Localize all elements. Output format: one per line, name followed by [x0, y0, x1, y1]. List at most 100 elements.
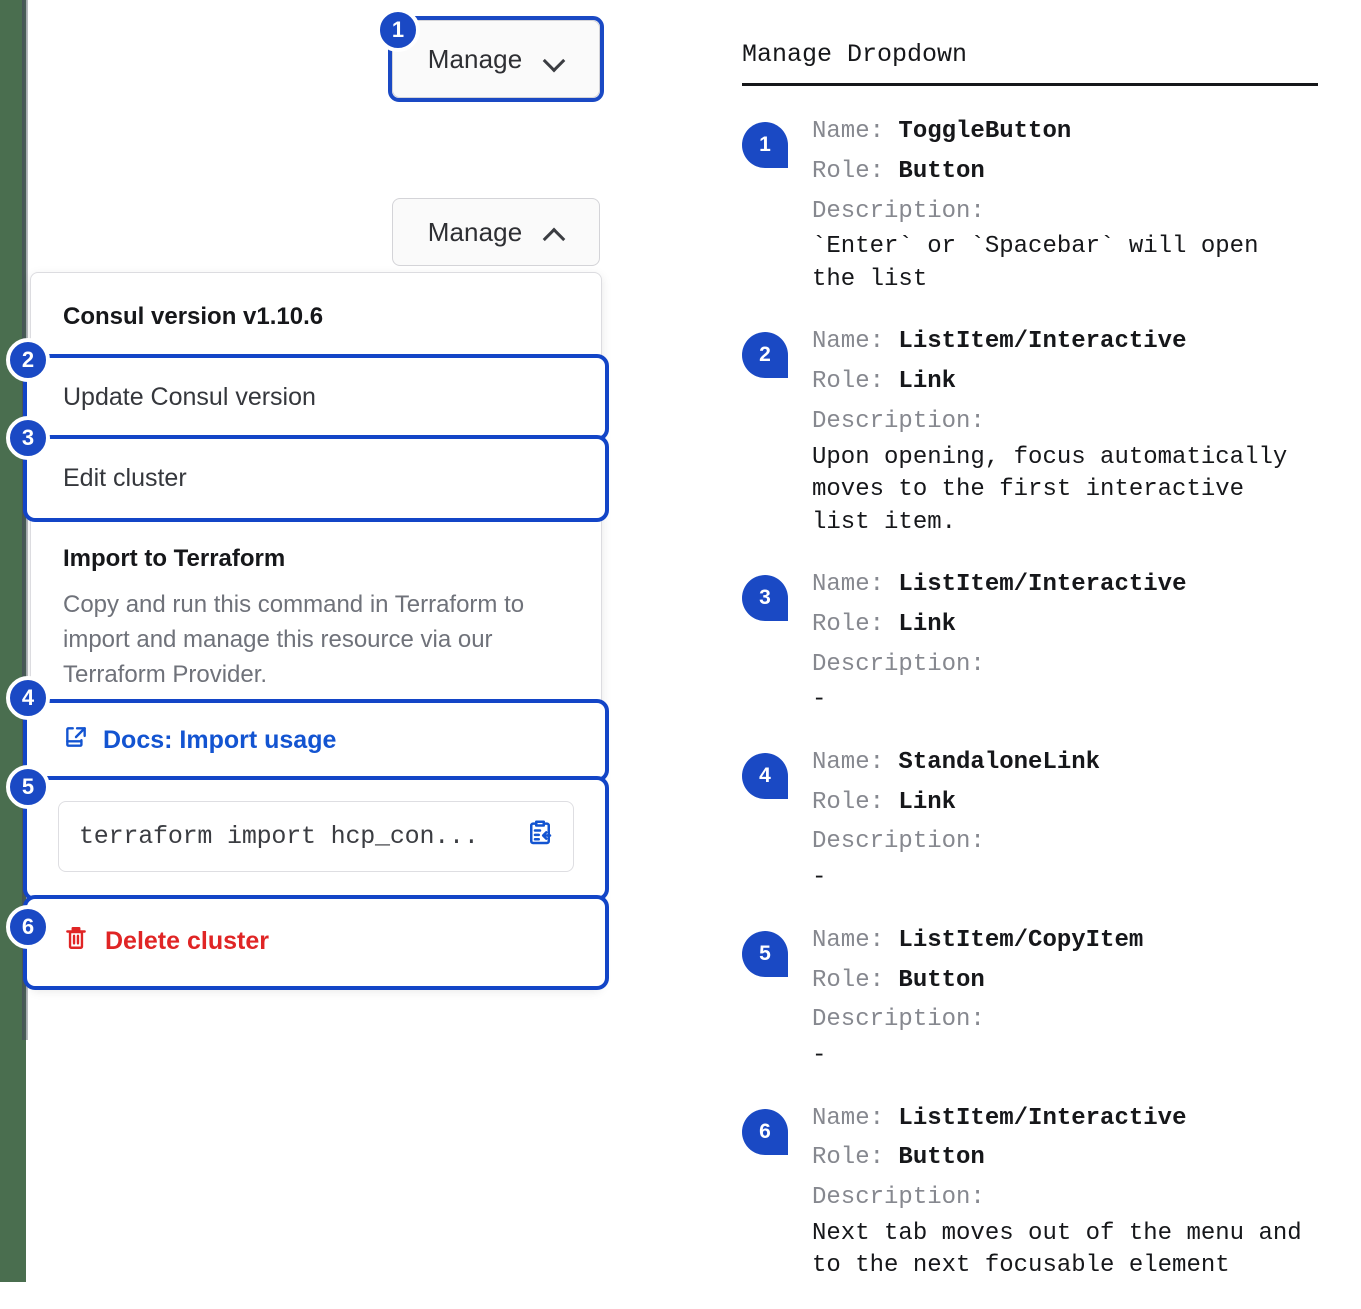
- annotation-description: Description:: [812, 1178, 1318, 1218]
- copy-clipboard-icon[interactable]: [525, 818, 555, 855]
- component-stage: Manage 1 Manage Consul version v1.10.6 U…: [0, 0, 700, 1282]
- annotation-name-label: Name:: [812, 328, 899, 356]
- annotation-name: Name: ListItem/Interactive: [812, 565, 1318, 605]
- annotation-role-label: Role:: [812, 368, 899, 396]
- delete-cluster-label: Delete cluster: [105, 927, 269, 956]
- annotation-description: Description:: [812, 645, 1318, 685]
- annotation-role: Role: Link: [812, 605, 1318, 645]
- menu-item-copy-command[interactable]: terraform import hcp_con...: [23, 776, 609, 902]
- annotation-badge-6: 6: [742, 1108, 788, 1155]
- callout-badge-3: 3: [6, 416, 50, 460]
- annotation-role-label: Role:: [812, 966, 899, 994]
- annotation-badge-1: 1: [742, 122, 788, 168]
- annotation-description-label: Description:: [812, 1006, 1000, 1034]
- terraform-command-field[interactable]: terraform import hcp_con...: [58, 801, 574, 873]
- import-to-terraform-section: Import to Terraform Copy and run this co…: [31, 519, 601, 702]
- annotation-description-text: -: [812, 1042, 827, 1070]
- annotation-description: Description:: [812, 192, 1318, 232]
- menu-item-delete-cluster[interactable]: Delete cluster: [23, 895, 609, 991]
- manage-toggle-label-expanded: Manage: [427, 216, 523, 247]
- annotation-name: Name: ListItem/Interactive: [812, 1099, 1318, 1139]
- annotation-description-label: Description:: [812, 197, 1000, 225]
- copy-command-wrapper: terraform import hcp_con...: [26, 779, 606, 898]
- annotation-role: Role: Button: [812, 1138, 1318, 1178]
- manage-toggle-button-collapsed[interactable]: Manage: [392, 20, 600, 98]
- annotation-badge-2: 2: [742, 332, 788, 379]
- callout-badge-1: 1: [376, 8, 420, 52]
- menu-item-docs-import-usage[interactable]: Docs: Import usage: [23, 699, 609, 783]
- annotation-name-value: ToggleButton: [898, 118, 1072, 145]
- consul-version-header: Consul version v1.10.6: [63, 303, 324, 330]
- annotation-role: Role: Link: [812, 362, 1318, 402]
- annotation-role-value: Button: [898, 966, 985, 994]
- docs-import-usage-link[interactable]: Docs: Import usage: [63, 724, 569, 757]
- annotation-name-value: ListItem/Interactive: [898, 570, 1187, 598]
- annotation-description-text: `Enter` or `Spacebar` will open the list: [812, 233, 1259, 293]
- annotation-role: Role: Button: [812, 152, 1318, 192]
- left-rail: [0, 0, 28, 1282]
- annotation-role-value: Link: [898, 368, 957, 396]
- callout-badge-2: 2: [6, 338, 50, 382]
- manage-toggle-button-expanded[interactable]: Manage: [392, 198, 600, 266]
- callout-badge-5: 5: [6, 765, 50, 809]
- docs-import-usage-label: Docs: Import usage: [103, 726, 337, 755]
- annotation-name-value: StandaloneLink: [898, 748, 1101, 776]
- annotation-name-value: ListItem/Interactive: [898, 1104, 1187, 1132]
- annotation-role-label: Role:: [812, 788, 899, 816]
- annotation-description-text: Next tab moves out of the menu and to th…: [812, 1220, 1302, 1280]
- annotation-role-label: Role:: [812, 157, 899, 185]
- menu-item-update-consul-version[interactable]: Update Consul version: [23, 354, 609, 441]
- menu-item-edit-cluster[interactable]: Edit cluster: [23, 435, 609, 522]
- annotation-description-label: Description:: [812, 1184, 1000, 1212]
- chevron-up-icon: [544, 222, 564, 242]
- annotation-description: Description:: [812, 822, 1318, 862]
- annotation-name-label: Name:: [812, 1104, 899, 1132]
- trash-icon: [63, 924, 89, 959]
- annotation-role-value: Button: [898, 1144, 985, 1172]
- import-section-title: Import to Terraform: [63, 545, 286, 572]
- chevron-down-icon: [544, 49, 564, 69]
- annotations-title: Manage Dropdown: [742, 40, 968, 69]
- annotation-name-label: Name:: [812, 570, 899, 598]
- annotation-name: Name: ListItem/CopyItem: [812, 921, 1318, 961]
- annotation-name-label: Name:: [812, 926, 899, 954]
- annotation-role-label: Role:: [812, 1144, 899, 1172]
- annotation-description-text: -: [812, 864, 827, 892]
- callout-badge-6: 6: [6, 905, 50, 949]
- manage-dropdown-menu: Consul version v1.10.6 Update Consul ver…: [23, 272, 609, 991]
- rail-scrollbar[interactable]: [22, 0, 28, 1040]
- manage-toggle-label: Manage: [427, 43, 523, 74]
- annotation-badge-3: 3: [742, 574, 788, 621]
- annotation-name-label: Name:: [812, 118, 899, 145]
- annotation-description: Description:: [812, 1000, 1318, 1040]
- annotation-role-value: Button: [898, 157, 985, 185]
- annotation-description-label: Description:: [812, 650, 1000, 678]
- annotation-description-label: Description:: [812, 407, 1000, 435]
- annotation-badge-4: 4: [742, 752, 788, 799]
- annotation-name: Name: StandaloneLink: [812, 743, 1318, 783]
- annotation-name: Name: ToggleButton: [812, 112, 1318, 152]
- docs-external-link-icon: [63, 724, 89, 757]
- annotation-name-label: Name:: [812, 748, 899, 776]
- import-section-description: Copy and run this command in Terraform t…: [63, 591, 525, 689]
- annotation-role-value: Link: [898, 788, 957, 816]
- annotation-badge-5: 5: [742, 930, 788, 977]
- annotation-description-text: -: [812, 686, 827, 714]
- annotation-role: Role: Link: [812, 783, 1318, 823]
- annotation-role-label: Role:: [812, 610, 899, 638]
- terraform-command-text: terraform import hcp_con...: [79, 822, 479, 852]
- delete-cluster-action[interactable]: Delete cluster: [63, 924, 569, 959]
- annotation-role: Role: Button: [812, 961, 1318, 1001]
- annotation-description-label: Description:: [812, 828, 1000, 856]
